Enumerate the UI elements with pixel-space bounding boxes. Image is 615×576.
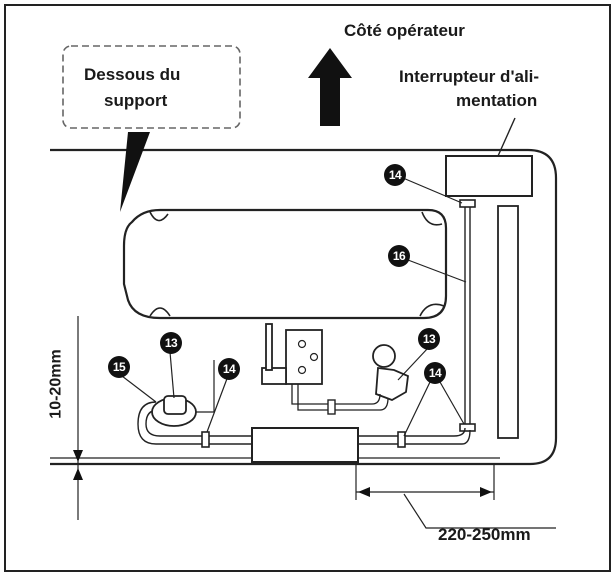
power-switch-box xyxy=(445,155,533,197)
operator-side-arrow-icon xyxy=(308,48,352,126)
callout-15: 15 xyxy=(108,356,130,378)
power-switch-label-line2: mentation xyxy=(456,91,538,110)
under-table-balloon xyxy=(62,45,241,129)
under-table-label-line2: support xyxy=(104,91,168,110)
dimension-vertical-label: 10-20mm xyxy=(47,349,65,419)
table-outline xyxy=(50,148,558,466)
callout-16: 16 xyxy=(388,245,410,267)
cord-clip xyxy=(397,431,406,448)
cord-clip xyxy=(327,399,336,415)
callout-13-left: 13 xyxy=(160,332,182,354)
cord-clip xyxy=(459,423,476,432)
callout-13-right: 13 xyxy=(418,328,440,350)
sensor-knob xyxy=(372,344,396,368)
control-box xyxy=(251,427,359,463)
screw-icon xyxy=(297,339,307,349)
operator-side-label: Côté opérateur xyxy=(344,21,465,40)
table-leg-slot xyxy=(497,205,519,439)
dimension-arrow-icon xyxy=(480,487,492,497)
power-switch-label-line1: Interrupteur d'ali- xyxy=(399,67,540,86)
callout-14-right: 14 xyxy=(424,362,446,384)
dimension-arrow-icon xyxy=(358,487,370,497)
screw-icon xyxy=(309,352,319,362)
dimension-arrow-icon xyxy=(73,468,83,480)
power-switch-leader xyxy=(497,117,516,157)
callout-14-left: 14 xyxy=(218,358,240,380)
cord-clip xyxy=(459,199,476,208)
callout-14-top: 14 xyxy=(384,164,406,186)
balloon-pointer xyxy=(120,132,150,212)
machine-bed-opening xyxy=(122,208,448,320)
dimension-arrow-icon xyxy=(73,450,83,462)
under-table-label-line1: Dessous du xyxy=(84,65,181,84)
screw-icon xyxy=(297,365,307,375)
cord-clip xyxy=(201,431,210,448)
dimension-leader xyxy=(403,493,556,529)
dimension-horizontal-label: 220-250mm xyxy=(438,525,531,544)
